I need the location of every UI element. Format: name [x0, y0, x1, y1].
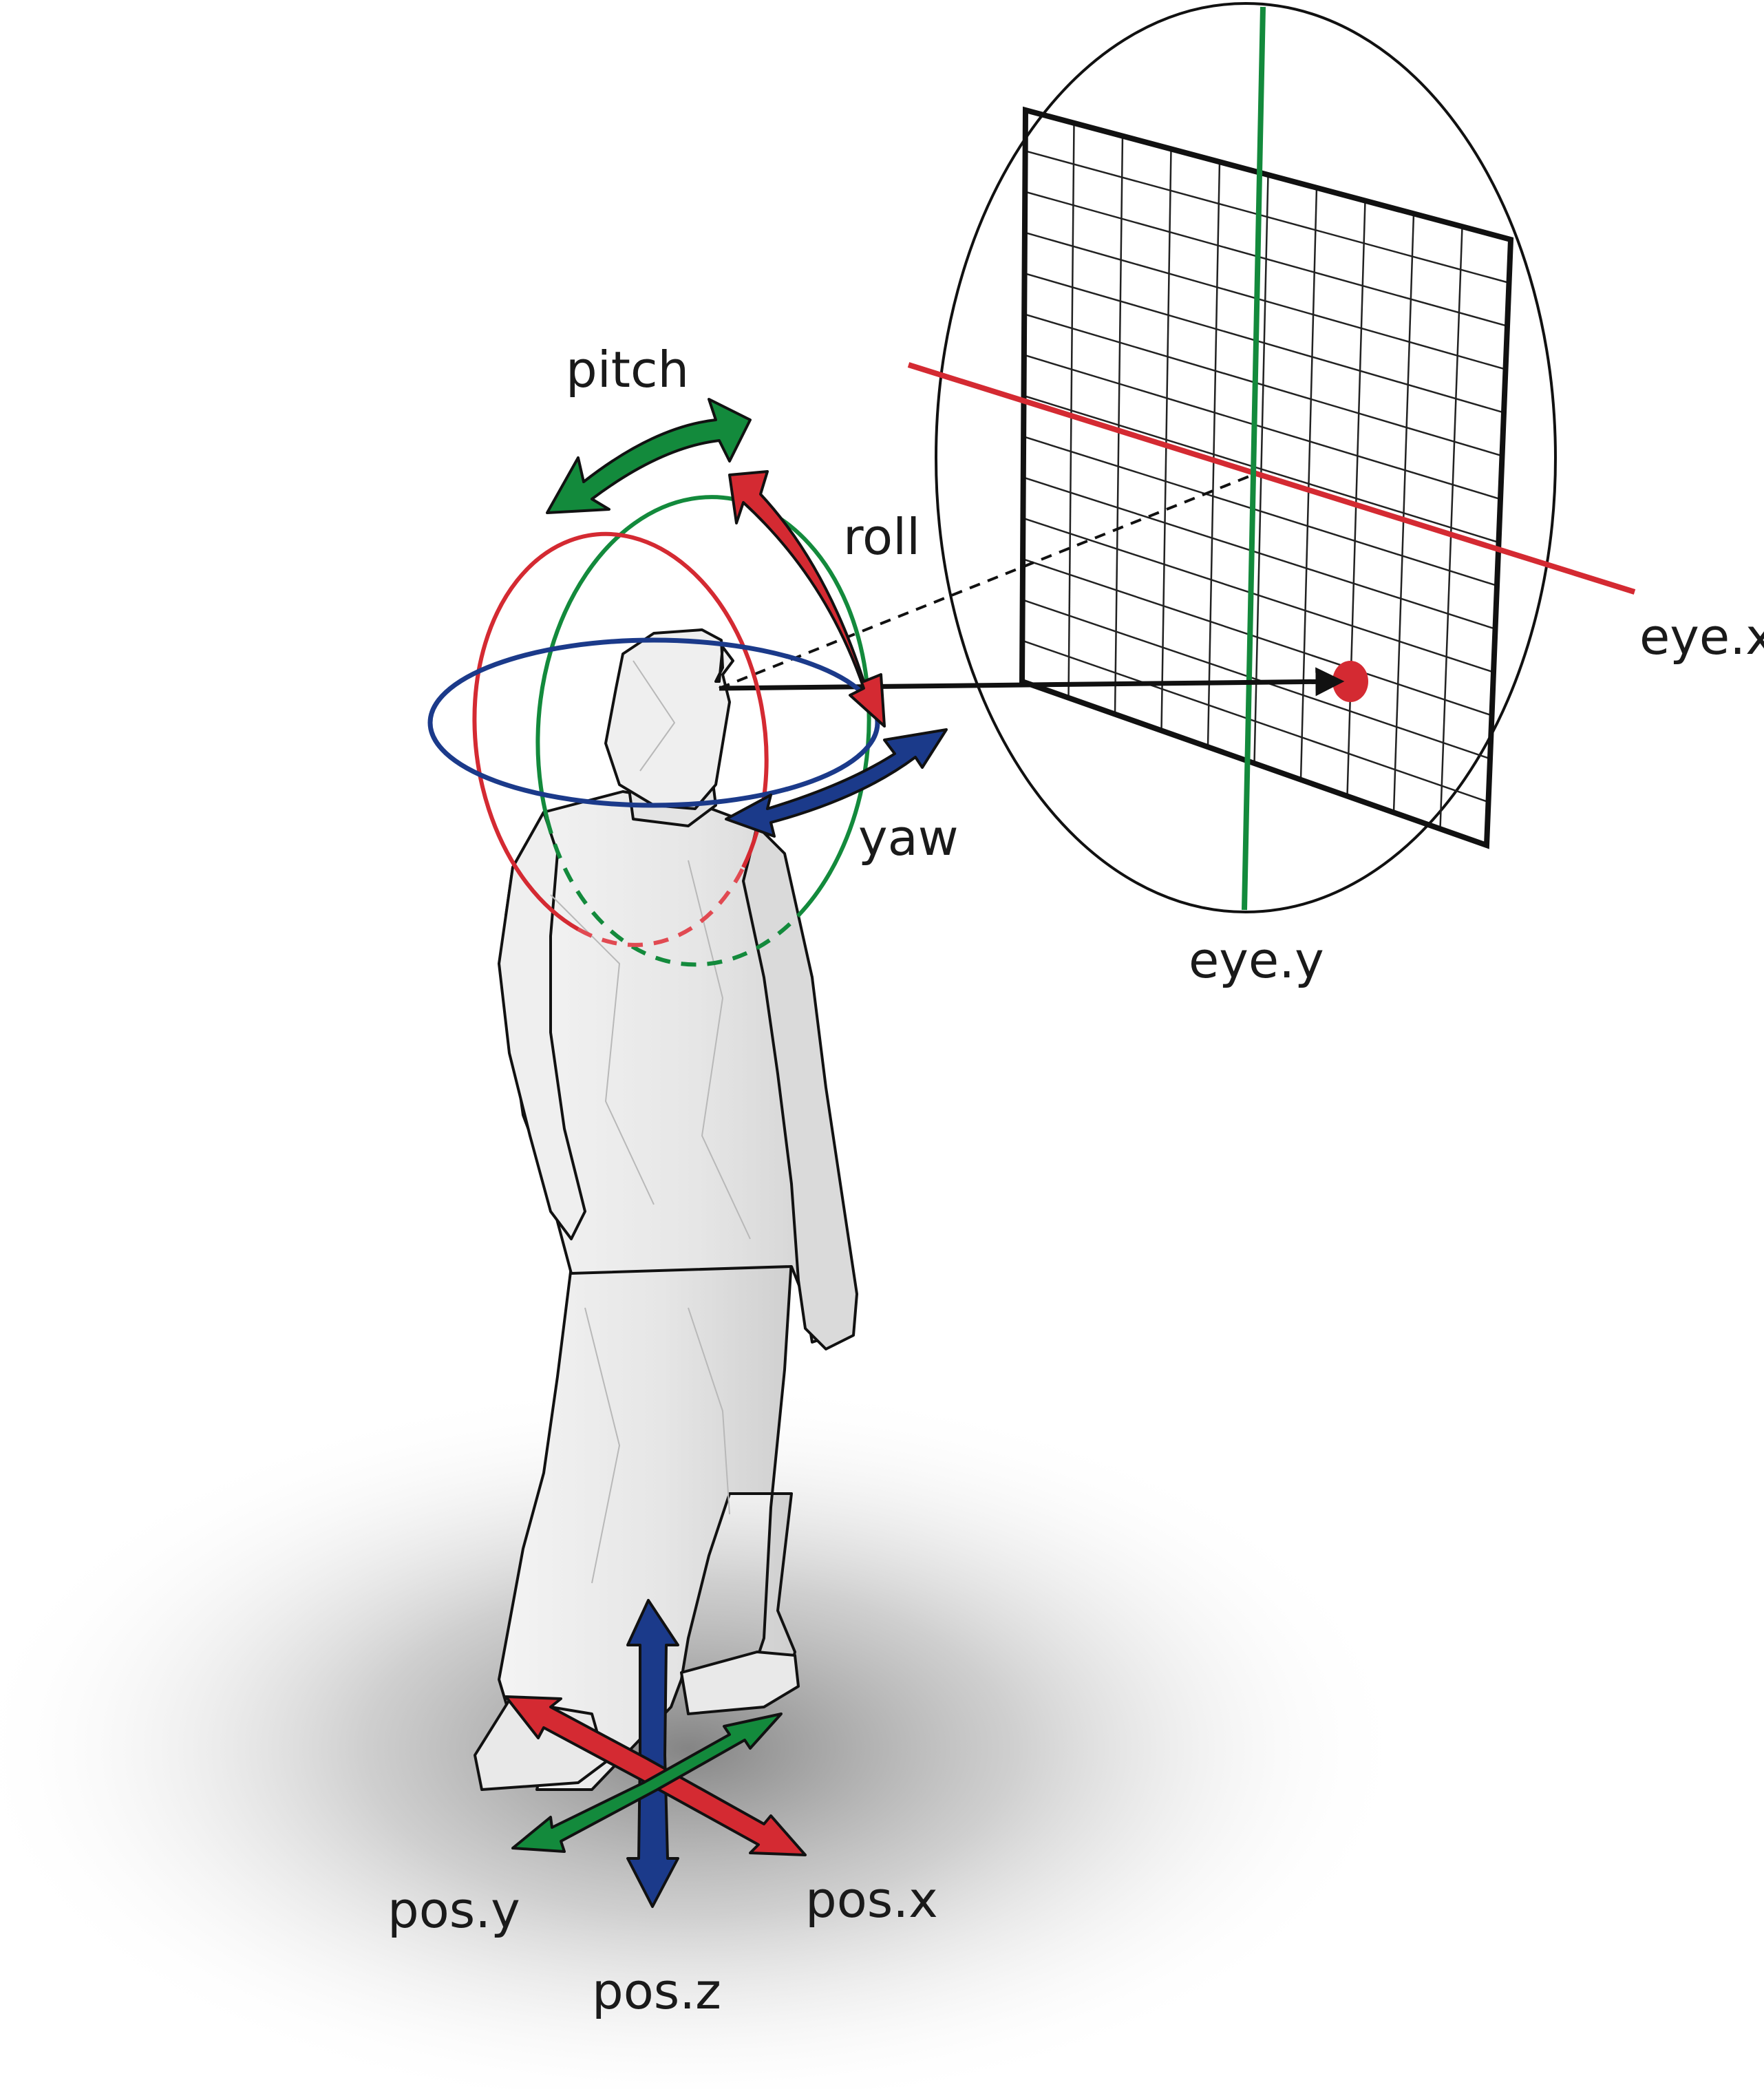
roll-ring	[472, 531, 769, 931]
pos-y-arrow-icon	[511, 1712, 783, 1853]
pitch-ring-back	[545, 818, 800, 967]
figure-head	[604, 628, 734, 810]
pos-z-arrow-icon	[626, 1599, 679, 1908]
grid-row-line	[1023, 313, 1502, 457]
pitch-label: pitch	[566, 341, 689, 399]
grid-row-line	[1022, 558, 1492, 717]
grid-row-line	[1021, 639, 1489, 803]
yaw-ring	[427, 637, 880, 808]
figure-left-arm	[498, 811, 586, 1240]
roll-ring-back	[577, 866, 745, 947]
pos-y-label: pos.y	[387, 1881, 520, 1939]
grid-row-line	[1023, 394, 1499, 544]
grid-row-line	[1023, 517, 1494, 673]
figure-facets	[550, 660, 751, 1584]
eye-x-axis	[907, 362, 1636, 595]
yaw-arrow-icon	[725, 728, 948, 838]
eye-y-label: eye.y	[1189, 931, 1324, 989]
grid-row-line	[1023, 476, 1496, 630]
grid-row-line	[1024, 231, 1506, 370]
eye-x-label: eye.x	[1639, 608, 1764, 666]
pos-x-label: pos.x	[805, 1871, 938, 1929]
grid-row-line	[1024, 191, 1508, 327]
figure-legs	[498, 1258, 796, 1791]
grid-row-line	[1023, 436, 1498, 587]
floor-shadow	[0, 1377, 1411, 2089]
grid-row-line	[1023, 354, 1501, 500]
pitch-arrow-icon	[546, 398, 752, 514]
grid-row-line	[1022, 599, 1491, 760]
figure-right-arm	[742, 825, 858, 1350]
screen-border	[1019, 106, 1514, 849]
head-to-center-dashed-line	[719, 474, 1253, 690]
eye-y-axis	[1242, 6, 1266, 911]
roll-arrow-icon	[728, 470, 886, 728]
human-figure	[474, 628, 858, 1791]
grid-row-line	[1025, 150, 1509, 284]
pos-z-label: pos.z	[592, 1962, 721, 2020]
screen-grid	[1021, 123, 1509, 829]
grid-row-line	[1024, 272, 1505, 414]
gaze-direction-arrow	[719, 667, 1345, 697]
figure-right-foot	[680, 1651, 800, 1715]
roll-label: roll	[843, 508, 920, 566]
yaw-label: yaw	[858, 809, 959, 867]
position-axes	[504, 1599, 807, 1908]
gaze-screen-group	[907, 2, 1636, 913]
screen-boundary-ellipse	[935, 2, 1557, 913]
